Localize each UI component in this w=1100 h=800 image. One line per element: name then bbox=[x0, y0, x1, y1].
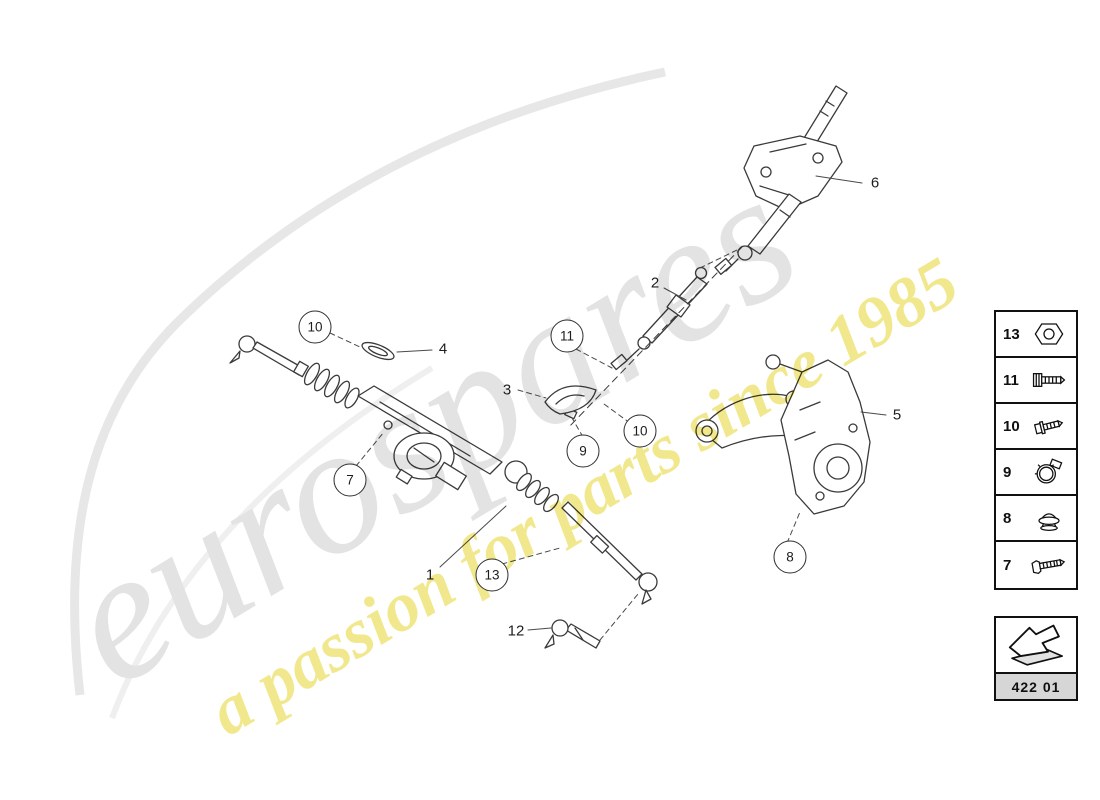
legend-row-9: 9 bbox=[996, 450, 1076, 496]
socket-bolt-icon bbox=[1025, 365, 1072, 395]
fasteners-legend: 13 11 10 9 8 7 bbox=[994, 310, 1078, 590]
legend-part-number: 11 bbox=[1003, 371, 1019, 389]
legend-row-7: 7 bbox=[996, 542, 1076, 588]
legend-part-number: 7 bbox=[1003, 556, 1012, 574]
legend-part-number: 13 bbox=[1003, 325, 1020, 343]
code-box-icon-area bbox=[996, 618, 1076, 672]
callout-8: 8 bbox=[773, 540, 807, 574]
legend-part-number: 10 bbox=[1003, 417, 1020, 435]
long-bolt-icon bbox=[1025, 550, 1072, 580]
legend-row-10: 10 bbox=[996, 404, 1076, 450]
nut-icon bbox=[1025, 319, 1072, 349]
legend-row-8: 8 bbox=[996, 496, 1076, 542]
flange-bolt-icon bbox=[1025, 411, 1072, 441]
push-nut-icon bbox=[1025, 503, 1072, 533]
legend-row-13: 13 bbox=[996, 312, 1076, 358]
direction-arrow-icon bbox=[1003, 619, 1069, 672]
legend-row-11: 11 bbox=[996, 358, 1076, 404]
legend-part-number: 8 bbox=[1003, 509, 1012, 527]
legend-part-number: 9 bbox=[1003, 463, 1012, 481]
callout-5: 5 bbox=[892, 406, 902, 424]
diagram-code: 422 01 bbox=[996, 672, 1076, 699]
callout-6: 6 bbox=[870, 174, 880, 192]
diagram-code-box: 422 01 bbox=[994, 616, 1078, 701]
hose-clamp-icon bbox=[1025, 457, 1072, 487]
suspension-knuckle bbox=[695, 354, 871, 515]
steering-column bbox=[714, 85, 848, 275]
